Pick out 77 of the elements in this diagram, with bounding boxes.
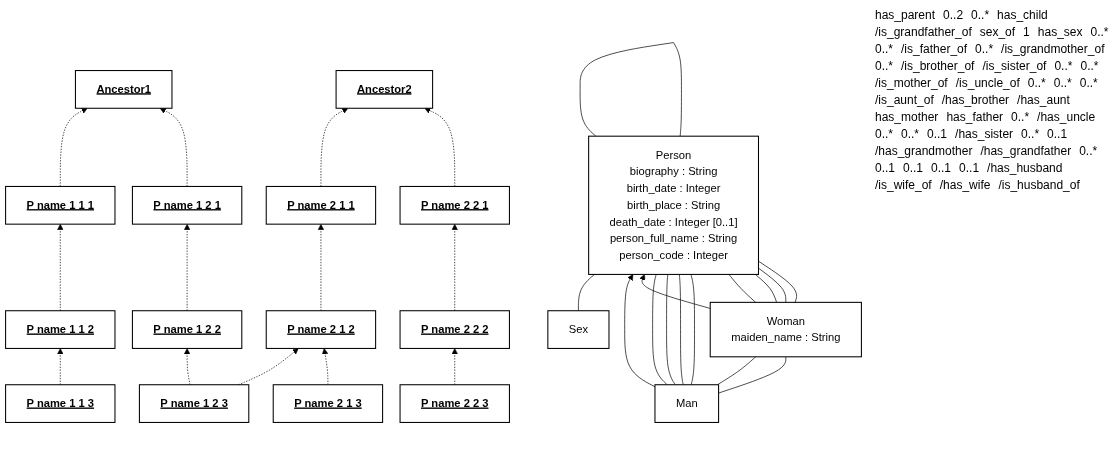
node-box: Sex — [547, 310, 610, 350]
role-label: 0..1 — [1047, 127, 1068, 141]
role-label: /is_brother_of — [901, 59, 975, 73]
role-label: /has_husband — [987, 161, 1063, 175]
role-label: 0..* — [901, 127, 920, 141]
node-box: P name 1 1 2 — [5, 310, 116, 350]
role-label: 0..2 — [943, 8, 964, 22]
connector — [666, 274, 676, 386]
role-label: has_parent — [875, 8, 936, 22]
role-label: 0..* — [1053, 76, 1072, 90]
connector — [690, 274, 695, 386]
role-label: 0..* — [971, 8, 990, 22]
role-label: 0..* — [1079, 76, 1098, 90]
node-box: Ancestor2 — [335, 70, 434, 110]
connector — [758, 261, 797, 304]
role-label: 0..* — [1090, 25, 1109, 39]
node-box: P name 1 2 3 — [138, 384, 250, 424]
role-label: /is_father_of — [901, 42, 968, 56]
role-label: /is_husband_of — [998, 178, 1080, 192]
node-box: Person biography : String birth_date : Integer birth_place : String death_date : Integer [0..1] person_full_name : String person_code : Integer — [588, 136, 759, 276]
role-label: /has_grandfather — [980, 144, 1072, 158]
connector — [755, 274, 777, 304]
connector — [652, 274, 668, 386]
role-label: has_mother — [875, 110, 939, 124]
role-label: 0..1 — [959, 161, 980, 175]
role-label: 0..* — [1080, 59, 1099, 73]
role-label: /has_brother — [941, 93, 1010, 107]
connector — [758, 268, 787, 304]
role-label: 0..* — [1027, 76, 1046, 90]
role-label: 0..* — [1021, 127, 1040, 141]
role-label: has_sex — [1037, 25, 1083, 39]
role-label: has_child — [997, 8, 1048, 22]
role-label: has_father — [946, 110, 1004, 124]
role-label: 0..1 — [931, 161, 952, 175]
role-label: 0..* — [875, 42, 893, 56]
role-label: 0..1 — [875, 161, 895, 175]
role-label: sex_of — [979, 25, 1016, 39]
connector — [718, 356, 787, 394]
node-box: P name 1 2 1 — [131, 186, 243, 226]
role-label: /is_sister_of — [982, 59, 1047, 73]
role-label: /is_uncle_of — [955, 76, 1020, 90]
node-box: P name 1 2 2 — [131, 310, 243, 350]
node-box: P name 2 2 2 — [399, 310, 510, 350]
role-label: 0..1 — [903, 161, 924, 175]
node-box: P name 2 1 2 — [265, 310, 377, 350]
connector — [717, 356, 756, 386]
role-label: /is_mother_of — [875, 76, 948, 90]
node-box: Woman maiden_name : String — [709, 302, 862, 358]
role-label: /has_uncle — [1037, 110, 1096, 124]
node-box: P name 2 2 3 — [399, 384, 510, 424]
node-box: Ancestor1 — [74, 70, 173, 110]
role-label: /is_grandmother_of — [1001, 42, 1105, 56]
role-label: /has_aunt — [1017, 93, 1070, 107]
role-label: 0..1 — [927, 127, 948, 141]
role-label: /has_sister — [955, 127, 1014, 141]
role-label: /is_grandfather_of — [875, 25, 972, 39]
role-label: 0..* — [875, 59, 893, 73]
role-label: /has_wife — [939, 178, 991, 192]
node-box: Man — [654, 384, 720, 424]
connector — [679, 274, 684, 386]
connector — [579, 42, 682, 137]
node-box: P name 1 1 1 — [5, 186, 116, 226]
node-box: P name 2 1 1 — [265, 186, 377, 226]
role-label: 0..* — [1079, 144, 1098, 158]
role-label: /is_wife_of — [875, 178, 932, 192]
role-label: 0..* — [975, 42, 994, 56]
role-label: 0..* — [875, 127, 893, 141]
role-label: /has_grandmother — [875, 144, 973, 158]
role-label: 0..* — [1011, 110, 1030, 124]
connector — [728, 274, 756, 304]
role-label: /is_aunt_of — [875, 93, 934, 107]
role-label: 0..* — [1054, 59, 1073, 73]
node-box: P name 2 1 3 — [272, 384, 384, 424]
connector — [578, 274, 595, 312]
node-box: P name 1 1 3 — [5, 384, 116, 424]
node-box: P name 2 2 1 — [399, 186, 510, 226]
role-label: 1 — [1023, 25, 1030, 39]
